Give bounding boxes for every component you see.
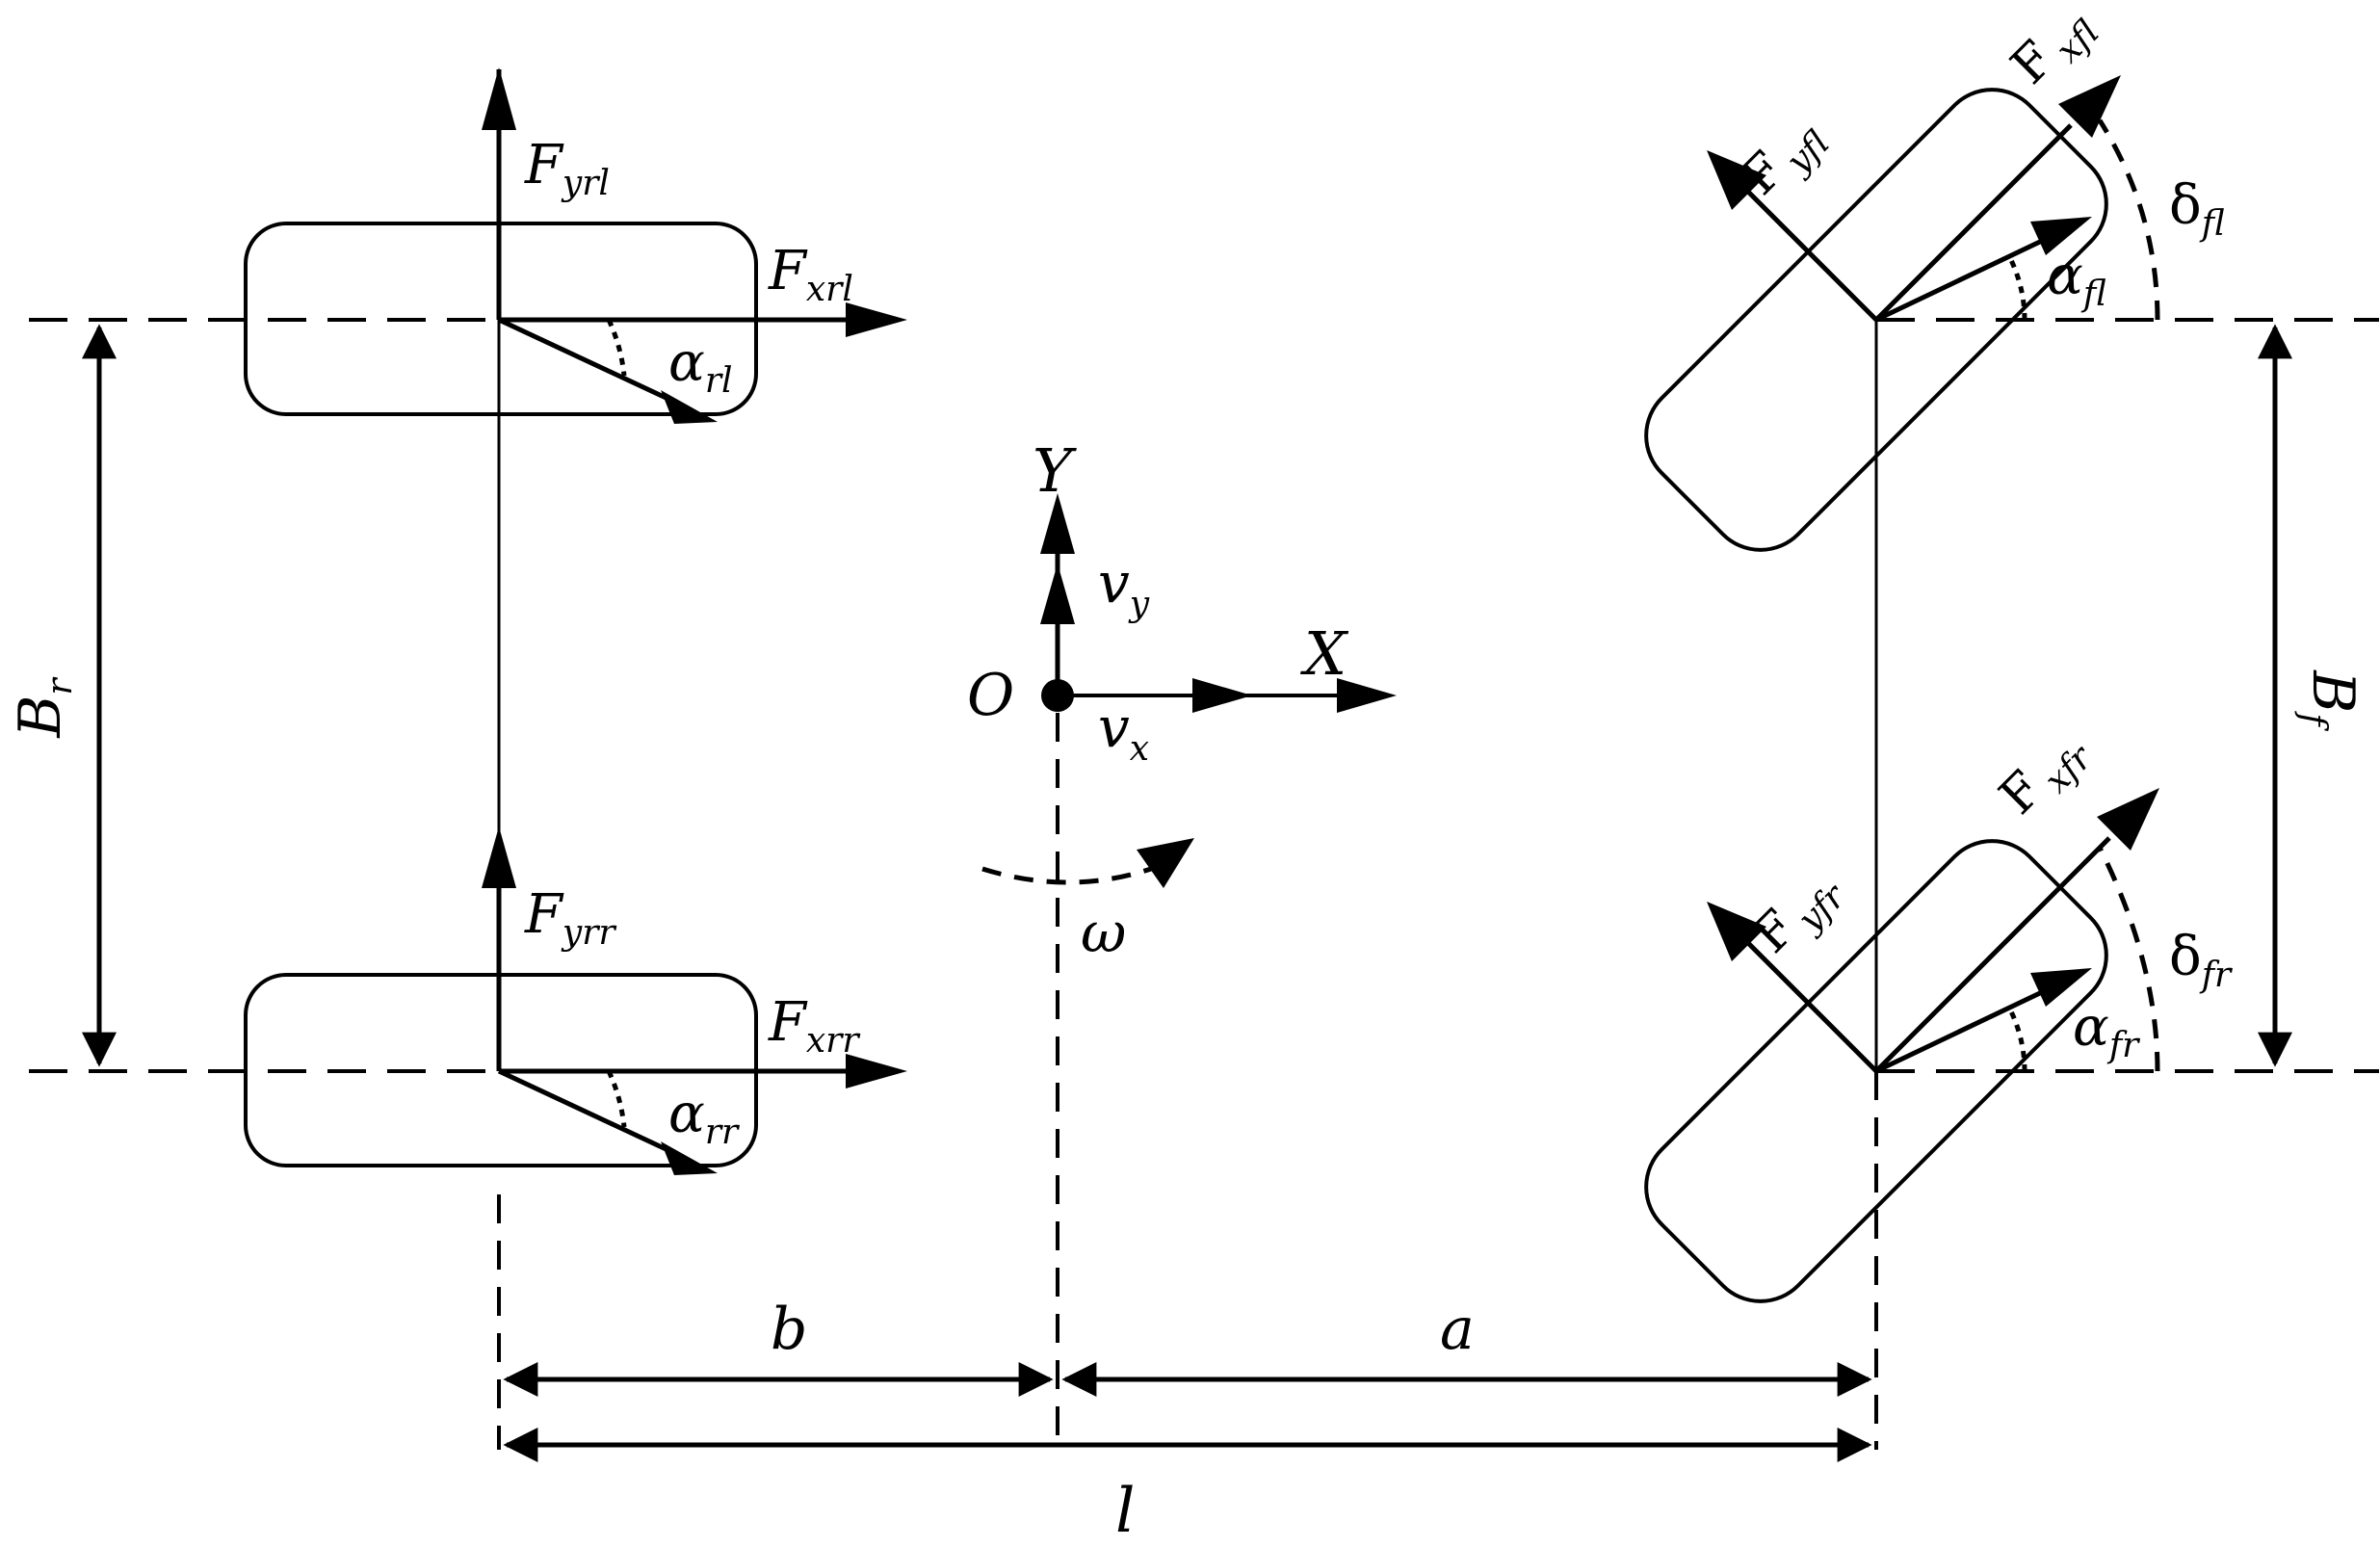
arrowhead-F-xfr	[2097, 788, 2159, 851]
label-F-xfl: Fxfl	[2001, 0, 2107, 101]
yaw-rate-arc	[981, 866, 1152, 885]
arrowhead-F-xfl	[2058, 75, 2121, 138]
arrowhead-v-y	[1040, 564, 1075, 624]
front-axle: Fxfl Fyfl αfl δfl Fxfr Fyfr αfr δfr Bf	[1644, 0, 2379, 1303]
arrow-alpha-fr-velocity	[1874, 989, 2044, 1074]
label-omega: ω	[1081, 900, 1126, 965]
label-F-xfr: Fxfr	[1989, 719, 2101, 830]
label-v-x: vx	[1098, 695, 1149, 769]
arrow-F-xfl	[1874, 123, 2073, 322]
label-delta-fl: δfl	[2169, 174, 2225, 244]
arc-alpha-rl	[606, 318, 627, 377]
arrowhead-alpha-rr	[661, 1141, 718, 1175]
label-F-xrl: Fxrl	[768, 240, 853, 309]
arrow-alpha-rr-velocity	[497, 1068, 676, 1156]
arrowhead-F-yfr	[1707, 902, 1766, 961]
arrow-alpha-rl-velocity	[497, 317, 676, 405]
label-alpha-rr: αrr	[668, 1083, 740, 1152]
longitudinal-dimensions: b a l	[497, 1071, 1878, 1547]
label-alpha-rl: αrl	[668, 331, 733, 401]
front-right-wheel: Fxfr Fyfr αfr δfr	[1644, 719, 2379, 1303]
origin-point	[1041, 679, 1074, 712]
arrowhead-F-xrr	[846, 1054, 907, 1088]
arrowhead-F-yrr	[482, 826, 516, 888]
rear-right-wheel: Fyrr Fxrr αrr	[29, 826, 907, 1175]
arc-alpha-rr	[606, 1069, 627, 1128]
center-of-gravity: Y X O vy vx ω	[967, 435, 1397, 1445]
arrowhead-F-xrl	[846, 302, 907, 337]
arrow-alpha-fl-velocity	[1874, 238, 2044, 323]
arc-delta-fl	[2097, 118, 2160, 321]
arrowhead-alpha-fr	[2030, 968, 2092, 1007]
label-F-yrl: Fyrl	[524, 134, 610, 203]
rear-axle: Fyrl Fxrl αrl Fyrr Fxrr αrr Br	[7, 67, 907, 1175]
arrowhead-Y-axis	[1040, 493, 1075, 554]
arrow-F-xfr	[1874, 836, 2111, 1073]
label-F-yfl: Fyfl	[1731, 105, 1838, 212]
label-F-xrr: Fxrr	[768, 991, 860, 1061]
arrowhead-X-axis	[1337, 678, 1397, 713]
arrowhead-alpha-fl	[2030, 217, 2092, 255]
arrowhead-alpha-rl	[661, 390, 718, 424]
label-B-f: Bf	[2293, 669, 2367, 731]
label-F-yrr: Fyrr	[524, 883, 616, 953]
arc-delta-fr	[2097, 846, 2160, 1072]
arrow-F-yfr	[1746, 941, 1878, 1073]
label-l: l	[1115, 1476, 1135, 1547]
label-Y: Y	[1033, 435, 1077, 506]
arrow-F-yfl	[1746, 190, 1878, 322]
arrowhead-F-yfl	[1707, 150, 1766, 210]
label-b: b	[771, 1296, 807, 1363]
front-left-wheel: Fxfl Fyfl αfl δfl	[1644, 0, 2379, 552]
arrowhead-F-yrl	[482, 67, 516, 130]
label-delta-fr: δfr	[2169, 926, 2233, 995]
label-v-y: vy	[1098, 550, 1150, 624]
rear-left-wheel: Fyrl Fxrl αrl	[29, 67, 907, 424]
arc-alpha-fr	[2008, 1009, 2027, 1072]
label-alpha-fr: αfr	[2073, 996, 2140, 1065]
label-a: a	[1440, 1296, 1475, 1363]
label-B-r: Br	[7, 677, 80, 739]
arrowhead-omega	[1137, 838, 1194, 888]
label-X: X	[1300, 618, 1349, 689]
arc-alpha-fl	[2008, 258, 2027, 321]
label-O: O	[967, 662, 1014, 729]
label-alpha-fl: αfl	[2047, 245, 2106, 314]
arrowhead-v-x	[1192, 678, 1252, 713]
